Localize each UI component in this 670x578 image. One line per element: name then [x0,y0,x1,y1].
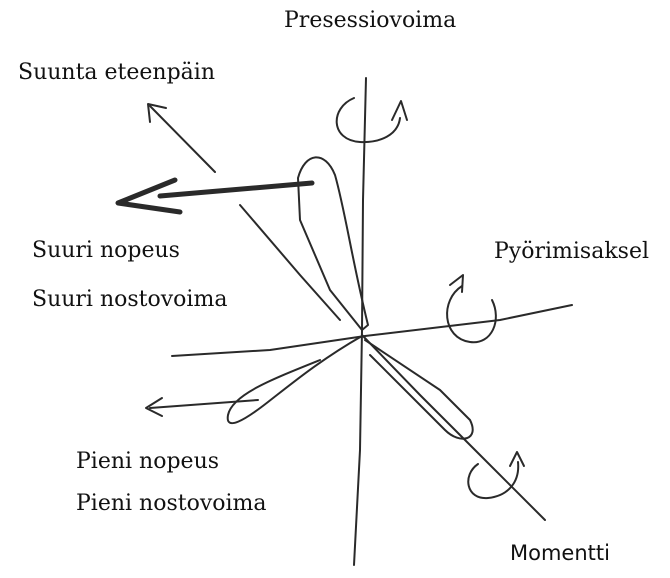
rotation-axis-label: Pyörimisaksel [494,241,649,263]
high-lift-label: Suuri nostovoima [32,289,227,311]
upper-blade-edge [240,205,340,320]
precession-force-label: Presessiovoima [284,10,456,32]
low-speed-label: Pieni nopeus [76,451,219,473]
lower-rotor-blade [228,336,362,423]
moment-axis-line [362,335,545,520]
high-speed-arrow-shaft [160,183,312,196]
spin-rotation-arrow [447,286,496,342]
low-lift-label: Pieni nostovoima [76,493,267,515]
horizontal-axis-line [172,305,572,356]
moment-rotation-arrowhead [510,452,524,466]
moment-label: Momentti [510,543,610,564]
forward-direction-label: Suunta eteenpäin [18,62,215,84]
high-speed-label: Suuri nopeus [32,240,180,262]
forward-direction-arrow-shaft [150,106,215,172]
low-speed-arrow-shaft [150,400,258,408]
precession-rotation-arrow [337,98,400,142]
